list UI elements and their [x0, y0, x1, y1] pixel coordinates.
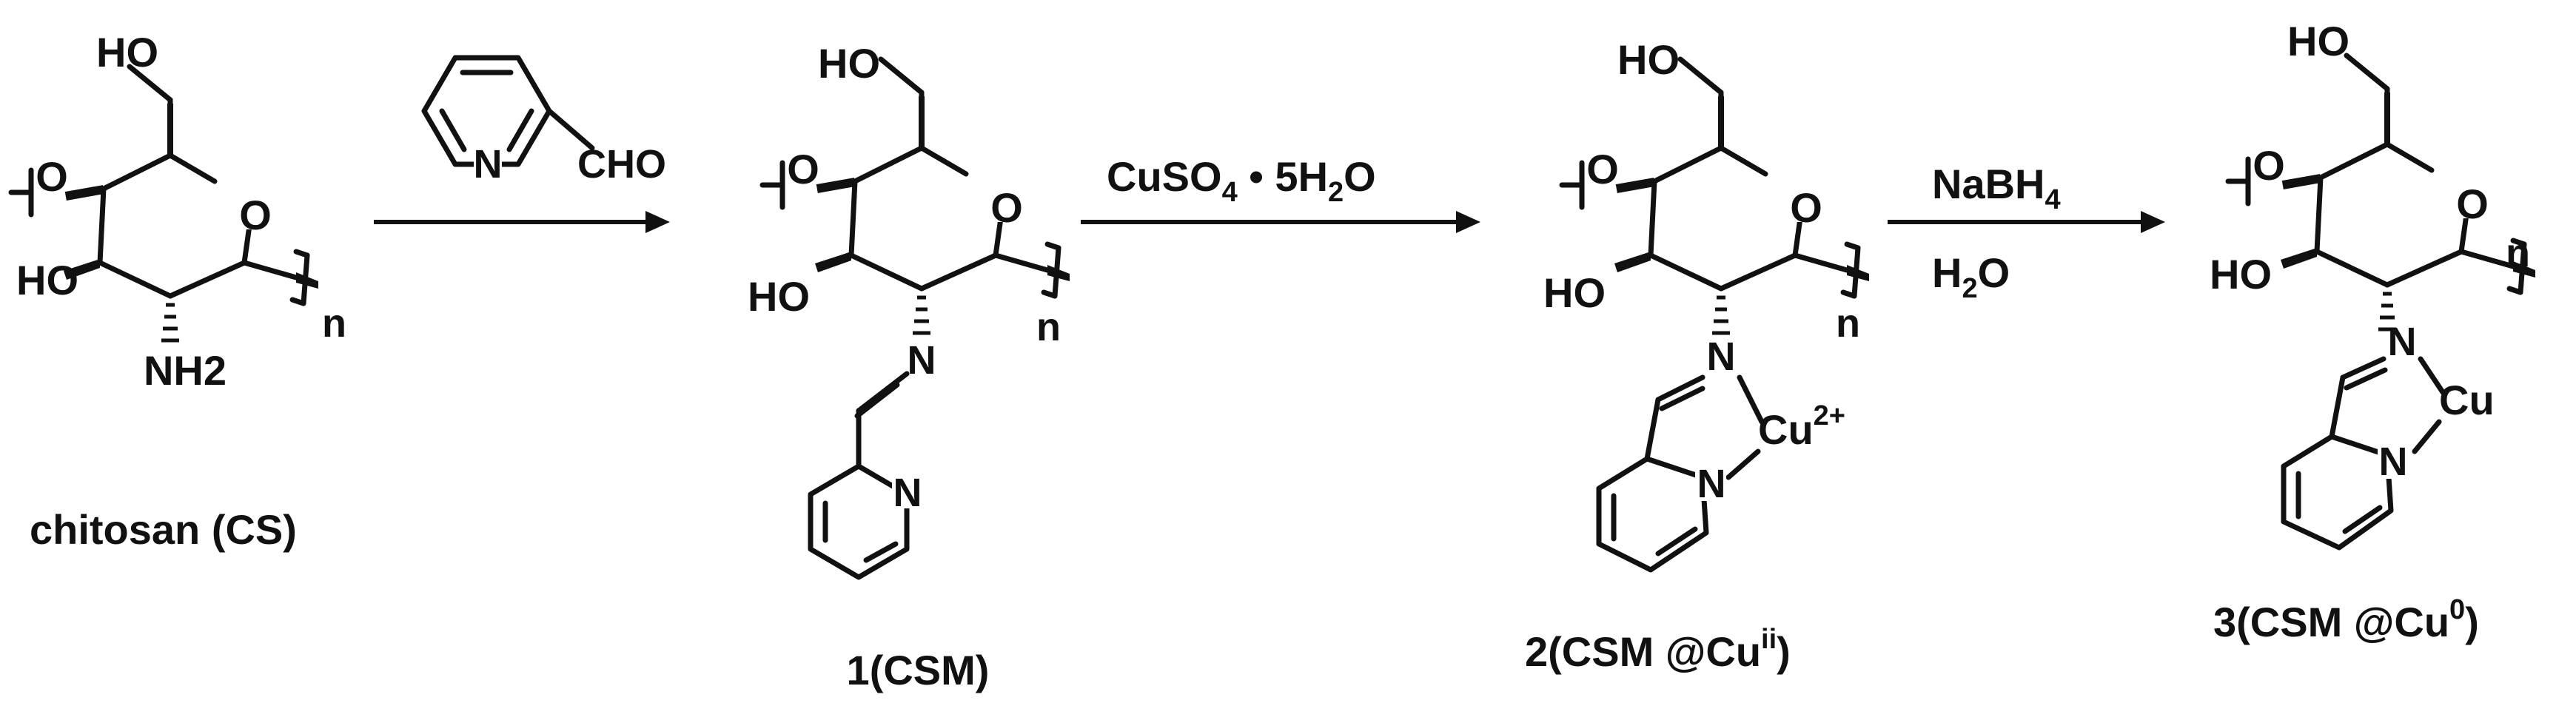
repeat-index: n [2506, 231, 2530, 275]
glycosidic-oxygen: O [2253, 142, 2285, 189]
reagent-pyridine-aldehyde: N CHO [421, 55, 666, 186]
arrow-step-1 [374, 211, 670, 233]
repeat-index: n [1836, 301, 1860, 346]
reagent-sodium-borohydride: NaBH4 [1932, 161, 2061, 215]
ring-oxygen: O [990, 184, 1023, 231]
hydroxymethyl-ho: HO [96, 29, 158, 75]
ring-oxygen: O [2456, 181, 2489, 227]
ring-hydroxyl-ho: HO [1543, 269, 1606, 316]
copper-atom: Cu [2439, 377, 2495, 423]
amine-nh2: NH2 [144, 347, 227, 394]
ring-oxygen: O [1790, 184, 1822, 231]
structure-csm-cu-0: O HO O HO n N N Cu 3(CSM @Cu0) [2210, 18, 2535, 645]
pyridine-nitrogen: N [2379, 440, 2408, 484]
reagent-copper-sulfate: CuSO4 • 5H2O [1107, 153, 1376, 208]
compound-label-1: 1(CSM) [847, 647, 990, 693]
imine-nitrogen: N [908, 338, 936, 383]
hydroxymethyl-ho: HO [818, 40, 880, 87]
compound-label-3: 3(CSM @Cu0) [2213, 594, 2479, 645]
ring-hydroxyl-ho: HO [2210, 251, 2272, 297]
glycosidic-oxygen: O [787, 146, 819, 192]
hydroxymethyl-ho: HO [1617, 36, 1680, 83]
ring-oxygen: O [239, 192, 272, 238]
solvent-water: H2O [1932, 249, 2010, 304]
compound-label-chitosan: chitosan (CS) [30, 506, 297, 553]
copper-ion: Cu2+ [1758, 400, 1845, 453]
ring-hydroxyl-ho: HO [748, 273, 810, 320]
imine-nitrogen: N [1707, 334, 1736, 379]
hydroxymethyl-ho: HO [2287, 18, 2349, 64]
structure-csm-cu-ii: O HO O HO n N N Cu2+ 2(CSM @Cuii) [1525, 36, 1869, 675]
structure-chitosan: O HO O HO n NH2 chitosan (CS) [11, 29, 346, 553]
repeat-index: n [322, 301, 346, 346]
repeat-index: n [1036, 305, 1061, 349]
pyridine-nitrogen: N [1697, 462, 1726, 506]
compound-label-2: 2(CSM @Cuii) [1525, 624, 1791, 675]
glycosidic-oxygen: O [1586, 146, 1619, 192]
reagent-n-atom: N [474, 142, 503, 186]
glycosidic-oxygen: O [36, 153, 68, 200]
reagent-cho-group: CHO [577, 142, 666, 186]
structure-csm: O HO O HO n N N 1(CSM) [748, 40, 1070, 693]
imine-nitrogen: N [2388, 320, 2417, 364]
pyridine-nitrogen: N [893, 471, 922, 515]
arrow-step-2 [1081, 211, 1480, 233]
ring-hydroxyl-ho: HO [16, 257, 78, 303]
arrow-step-3 [1888, 211, 2165, 233]
